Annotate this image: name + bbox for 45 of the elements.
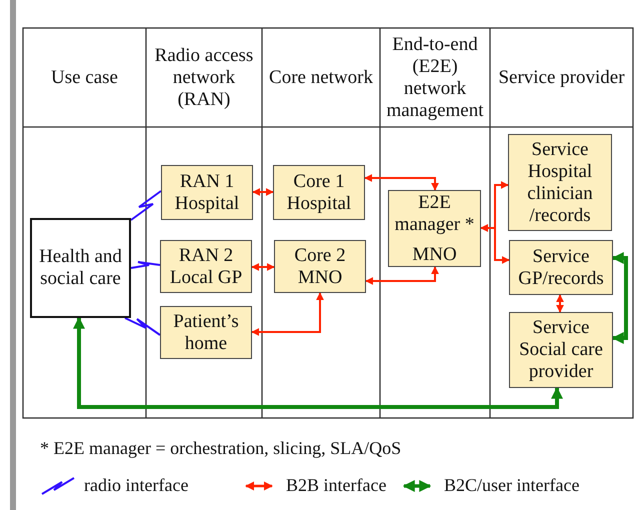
column-header: End-to-end (E2E) network management [385, 34, 485, 122]
double-arrow [612, 252, 628, 344]
column-header: Radio access network (RAN) [154, 45, 254, 111]
box-title: Patient’s home [172, 310, 240, 354]
box-title: Service [532, 246, 590, 268]
double-arrow [364, 174, 439, 191]
box-title: Core 2 MNO [293, 244, 347, 288]
network-box [160, 240, 252, 293]
legend-label: B2B interface [286, 475, 386, 496]
double-arrow [73, 316, 563, 409]
network-box [160, 306, 252, 359]
double-arrow [556, 294, 564, 313]
network-box [509, 312, 613, 388]
box-text: GP/records [518, 268, 604, 290]
box-title: Core 1 Hospital [286, 170, 352, 214]
network-box [388, 190, 481, 267]
column-header: Core network [269, 67, 373, 89]
use-case-box [30, 218, 131, 318]
network-box [509, 240, 613, 295]
footnote: * E2E manager = orchestration, slicing, SLA/QoS [40, 438, 402, 459]
radio-link [130, 261, 160, 269]
network-box [273, 165, 365, 220]
box-title: Service [532, 317, 590, 339]
network-box [508, 134, 612, 231]
box-title: Service [532, 138, 588, 160]
box-title: RAN 2 Local GP [168, 244, 244, 288]
double-arrow [365, 266, 439, 285]
double-arrow [252, 188, 274, 196]
network-box [161, 165, 253, 220]
double-arrow [251, 263, 275, 271]
column-header: Use case [51, 67, 118, 89]
box-text: Social care provider [518, 339, 604, 383]
box-text: Hospital clinician /records [526, 160, 594, 226]
radio-link [130, 190, 162, 221]
network-box [274, 240, 366, 293]
box-title: Health and social care [38, 246, 123, 290]
double-arrow [480, 224, 510, 264]
box-text: MNO [412, 244, 457, 266]
legend-label: B2C/user interface [444, 475, 580, 496]
radio-link [124, 317, 161, 336]
column-header: Service provider [498, 67, 625, 89]
legend-label: radio interface [84, 475, 188, 496]
box-title: RAN 1 Hospital [174, 170, 240, 214]
box-title: E2E manager * [394, 192, 476, 236]
double-arrow [251, 292, 324, 336]
